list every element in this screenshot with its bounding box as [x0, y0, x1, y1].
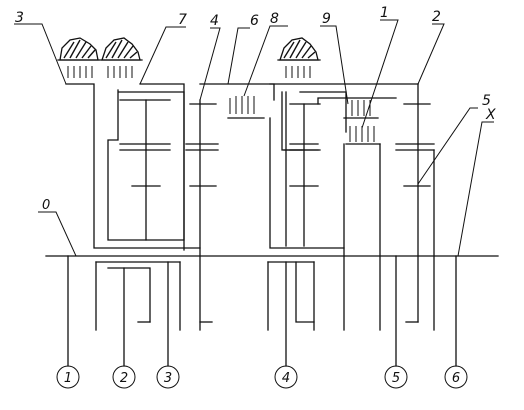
label-x: X: [485, 107, 496, 123]
shaft-marker-1: 1: [56, 365, 80, 389]
label-3: 3: [15, 10, 24, 26]
label-0: 0: [42, 198, 50, 213]
clutch-1: [345, 126, 381, 145]
label-5: 5: [482, 93, 491, 109]
label-6: 6: [250, 13, 259, 29]
shaft-label-6: 6: [452, 371, 460, 386]
brake-symbol-middle: [99, 37, 143, 78]
component-labels: 3 7 4 6 8 9 1 2 5 X 0: [15, 5, 496, 213]
right-carrier: [269, 91, 397, 249]
left-carrier: [107, 89, 185, 241]
lower-shafts: [67, 255, 457, 367]
shaft-label-1: 1: [64, 371, 72, 386]
label-2: 2: [432, 9, 441, 25]
shaft-marker-6: 6: [444, 365, 468, 389]
brake-symbol-left: [57, 37, 100, 78]
shaft-label-4: 4: [282, 371, 290, 386]
shaft-markers: 1 2 3 4 5 6: [56, 365, 468, 389]
leader-lines: [14, 19, 494, 257]
right-gear-2-5: [343, 83, 435, 331]
shaft-label-5: 5: [392, 371, 400, 386]
label-4: 4: [210, 13, 219, 29]
outer-frame: [65, 83, 419, 331]
shaft-marker-5: 5: [384, 365, 408, 389]
shaft-label-3: 3: [164, 371, 172, 386]
shaft-marker-3: 3: [156, 365, 180, 389]
clutch-8: [227, 96, 265, 119]
shaft-marker-4: 4: [274, 365, 298, 389]
label-8: 8: [270, 11, 279, 27]
brake-symbol-right: [277, 37, 321, 78]
clutch-9: [343, 100, 379, 119]
shaft-marker-2: 2: [112, 365, 136, 389]
shaft-label-2: 2: [120, 371, 128, 386]
label-1: 1: [380, 5, 389, 21]
label-9: 9: [322, 11, 331, 27]
center-gear-4: [185, 103, 219, 323]
label-7: 7: [178, 12, 187, 28]
